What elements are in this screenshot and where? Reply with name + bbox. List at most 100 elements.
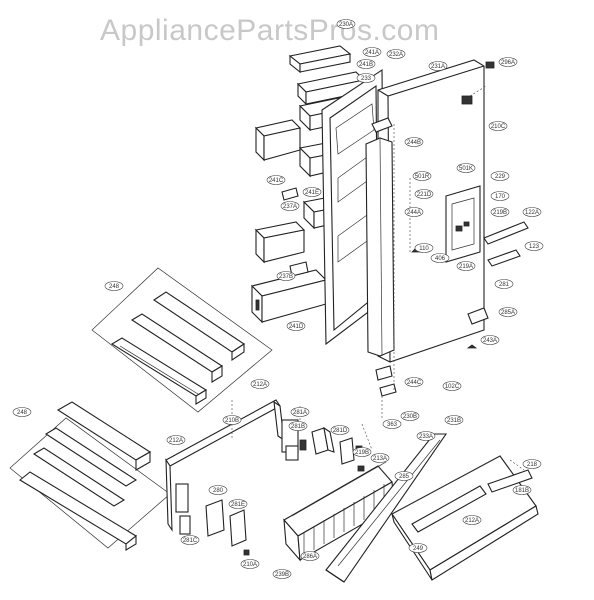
callout-label: 110	[419, 246, 429, 252]
callout-bubble	[490, 191, 510, 201]
callout-bubble	[356, 73, 376, 83]
callout-bubble	[524, 241, 544, 251]
callout-bubble	[382, 419, 402, 429]
drawer-gasket-frame	[325, 433, 448, 583]
callout-label: 241B	[359, 62, 373, 68]
outer-door-panel	[377, 59, 485, 363]
callout-bubble	[362, 47, 382, 57]
callout-label: 237B	[279, 274, 293, 280]
callout-label: 219A	[459, 264, 473, 270]
door-mullion-strip	[365, 117, 395, 357]
lower-rail-box	[9, 401, 171, 551]
callout-label: 210B	[225, 418, 239, 424]
callout-bubble	[490, 171, 510, 181]
callout-bubble	[290, 407, 310, 417]
callout-bubble	[180, 535, 200, 545]
callout-label: 248	[17, 410, 28, 416]
callout-bubble	[280, 201, 300, 211]
callout-label: 244A	[407, 210, 421, 216]
callout-label: 170	[495, 194, 506, 200]
callout-bubble	[444, 415, 464, 425]
callout-bubble	[522, 459, 542, 469]
callout-label: 122A	[525, 210, 539, 216]
rail-assembly-box	[91, 267, 273, 413]
callout-label: 231B	[447, 418, 461, 424]
callout-bubble	[300, 551, 320, 561]
callout-label: 233	[361, 76, 372, 82]
callout-label: 232A	[389, 52, 403, 58]
top-door-bin	[288, 45, 352, 74]
callout-label: 123	[529, 244, 540, 250]
callout-bubble	[412, 171, 432, 181]
callout-label: 248	[109, 284, 120, 290]
callout-label: 243A	[483, 338, 497, 344]
callout-bubble	[456, 163, 476, 173]
callout-bubble	[336, 19, 356, 29]
callout-label: 281E	[231, 502, 245, 508]
door-cup-left	[254, 119, 302, 162]
callout-bubble	[480, 335, 500, 345]
callout-label: 363	[387, 422, 398, 428]
callout-label: 210C	[491, 124, 506, 130]
callout-bubble	[330, 425, 350, 435]
callout-bubble	[488, 121, 508, 131]
callout-label: 241A	[365, 50, 379, 56]
drawer-basket	[283, 461, 395, 562]
callout-label: 212A	[253, 382, 267, 388]
callout-label: 281B	[291, 424, 305, 430]
callout-label: 219B	[355, 450, 369, 456]
door-bin-large	[250, 269, 328, 324]
callout-bubble	[428, 61, 448, 71]
callout-label: 219B	[493, 210, 507, 216]
watermark: AppliancePartsPros.com	[100, 14, 440, 47]
callout-label: 231A	[431, 64, 445, 70]
callout-bubble	[240, 559, 260, 569]
callout-label: 230A	[339, 22, 353, 28]
callout-label: 280	[213, 488, 224, 494]
callout-bubble	[272, 569, 292, 579]
callout-bubble	[512, 485, 532, 495]
callout-label: 281C	[183, 538, 198, 544]
callout-bubble	[12, 407, 32, 417]
callout-label: 218	[527, 462, 538, 468]
callout-label: 241E	[305, 190, 319, 196]
callout-label: 281D	[333, 428, 348, 434]
callout-label: 285	[399, 474, 410, 480]
callout-label: 406	[435, 256, 446, 262]
callout-bubble	[430, 253, 450, 263]
callout-bubble	[462, 515, 482, 525]
callout-bubble	[442, 381, 462, 391]
callout-bubble	[498, 307, 518, 317]
callout-label: 285A	[501, 310, 515, 316]
callout-label: 230B	[403, 414, 417, 420]
callout-bubble	[386, 49, 406, 59]
callout-label: 296A	[501, 60, 515, 66]
callout-labels: 230A 241A 241B 232A 233 231A 296A 210C 244B 501R 5…	[12, 19, 544, 579]
callout-bubble	[404, 377, 424, 387]
callout-label: 210A	[243, 562, 257, 568]
callout-label: 249	[413, 546, 424, 552]
callout-label: 501R	[415, 174, 430, 180]
small-hinge-parts	[281, 61, 495, 397]
callout-bubble	[352, 447, 372, 457]
callout-label: 281	[499, 282, 510, 288]
callout-label: 237A	[283, 204, 297, 210]
callout-label: 286A	[303, 554, 317, 560]
door-cup-left-lower	[254, 221, 306, 264]
callout-label: 239B	[275, 572, 289, 578]
callout-bubble	[408, 543, 428, 553]
callout-bubble	[302, 187, 322, 197]
callout-bubble	[228, 499, 248, 509]
callout-bubble	[286, 321, 306, 331]
callout-label: 241D	[289, 324, 304, 330]
callout-label: 244C	[407, 380, 422, 386]
callout-label: 213A	[373, 456, 387, 462]
callout-label: 244B	[407, 140, 421, 146]
callout-label: 241C	[269, 178, 284, 184]
callout-bubble	[288, 421, 308, 431]
callout-label: 221D	[417, 192, 432, 198]
callout-label: 102C	[445, 384, 460, 390]
callout-label: 501K	[459, 166, 473, 172]
callout-bubble	[490, 207, 510, 217]
callout-label: 181B	[515, 488, 529, 494]
